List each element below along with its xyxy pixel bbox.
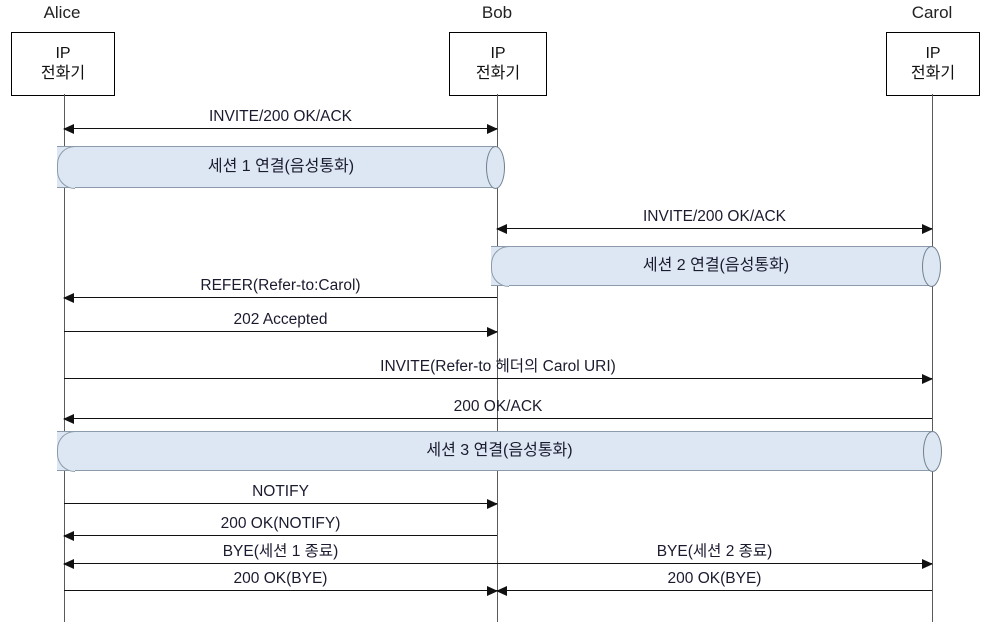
actor-box-carol-line1: IP [925, 45, 941, 62]
session-bar-label: 세션 2 연결(음성통화) [642, 257, 790, 274]
message-line [64, 128, 497, 129]
session-bar-right-cap [922, 245, 941, 287]
arrowhead-left-icon [63, 292, 74, 303]
actor-box-carol[interactable]: IP 전화기 [886, 32, 980, 96]
actor-box-bob-line2: 전화기 [475, 65, 521, 82]
message-line [64, 535, 497, 536]
message-label: NOTIFY [252, 482, 309, 500]
message-label: 200 OK/ACK [453, 397, 543, 415]
message-label: INVITE/200 OK/ACK [209, 107, 352, 125]
arrowhead-left-icon [63, 530, 74, 541]
message-line [64, 563, 497, 564]
arrowhead-left-icon [496, 585, 507, 596]
message-label: 200 OK(NOTIFY) [220, 514, 341, 532]
arrowhead-right-icon [487, 326, 498, 337]
actor-box-alice-line2: 전화기 [40, 65, 86, 82]
session-bar-body [491, 246, 932, 286]
actor-box-bob-line1: IP [490, 45, 506, 62]
message-label: 202 Accepted [233, 310, 328, 328]
session-bar-1: 세션 1 연결(음성통화) [56, 145, 505, 189]
actor-label-alice: Alice [43, 3, 81, 22]
message-label: INVITE(Refer-to 헤더의 Carol URI) [380, 357, 616, 375]
message-label: BYE(세션 2 종료) [656, 542, 773, 560]
message-label: 200 OK(BYE) [667, 569, 762, 587]
message-line [497, 590, 932, 591]
message-label: REFER(Refer-to:Carol) [200, 276, 361, 294]
actor-box-alice[interactable]: IP 전화기 [11, 32, 115, 96]
lifeline-bob [497, 94, 498, 622]
session-bar-2: 세션 2 연결(음성통화) [490, 245, 941, 287]
lifeline-carol [932, 94, 933, 622]
lifeline-alice [64, 94, 65, 622]
session-bar-right-cap [923, 430, 942, 472]
message-line [64, 590, 497, 591]
arrowhead-right-icon [487, 498, 498, 509]
actor-box-alice-line1: IP [55, 45, 71, 62]
message-label: BYE(세션 1 종료) [222, 542, 339, 560]
actor-box-carol-line2: 전화기 [910, 65, 956, 82]
message-label: INVITE/200 OK/ACK [643, 207, 786, 225]
arrowhead-left-icon [496, 223, 507, 234]
message-label: 200 OK(BYE) [233, 569, 328, 587]
arrowhead-right-icon [922, 223, 933, 234]
session-bar-label: 세션 1 연결(음성통화) [207, 158, 355, 175]
arrowhead-left-icon [63, 413, 74, 424]
message-line [64, 418, 932, 419]
arrowhead-left-icon [63, 123, 74, 134]
message-line [64, 297, 497, 298]
actor-label-bob: Bob [481, 3, 513, 22]
message-line [64, 503, 497, 504]
actor-label-carol: Carol [911, 3, 953, 22]
arrowhead-right-icon [922, 373, 933, 384]
message-line [64, 378, 932, 379]
arrowhead-right-icon [487, 585, 498, 596]
arrowhead-right-icon [487, 123, 498, 134]
message-line [497, 563, 932, 564]
actor-box-bob[interactable]: IP 전화기 [449, 32, 547, 96]
session-bar-body [57, 431, 933, 471]
arrowhead-right-icon [922, 558, 933, 569]
message-line [497, 228, 932, 229]
session-bar-right-cap [486, 145, 505, 189]
arrowhead-left-icon [63, 558, 74, 569]
session-bar-label: 세션 3 연결(음성통화) [426, 442, 573, 459]
session-bar-body [57, 146, 496, 188]
session-bar-3: 세션 3 연결(음성통화) [56, 430, 942, 472]
message-line [64, 331, 497, 332]
